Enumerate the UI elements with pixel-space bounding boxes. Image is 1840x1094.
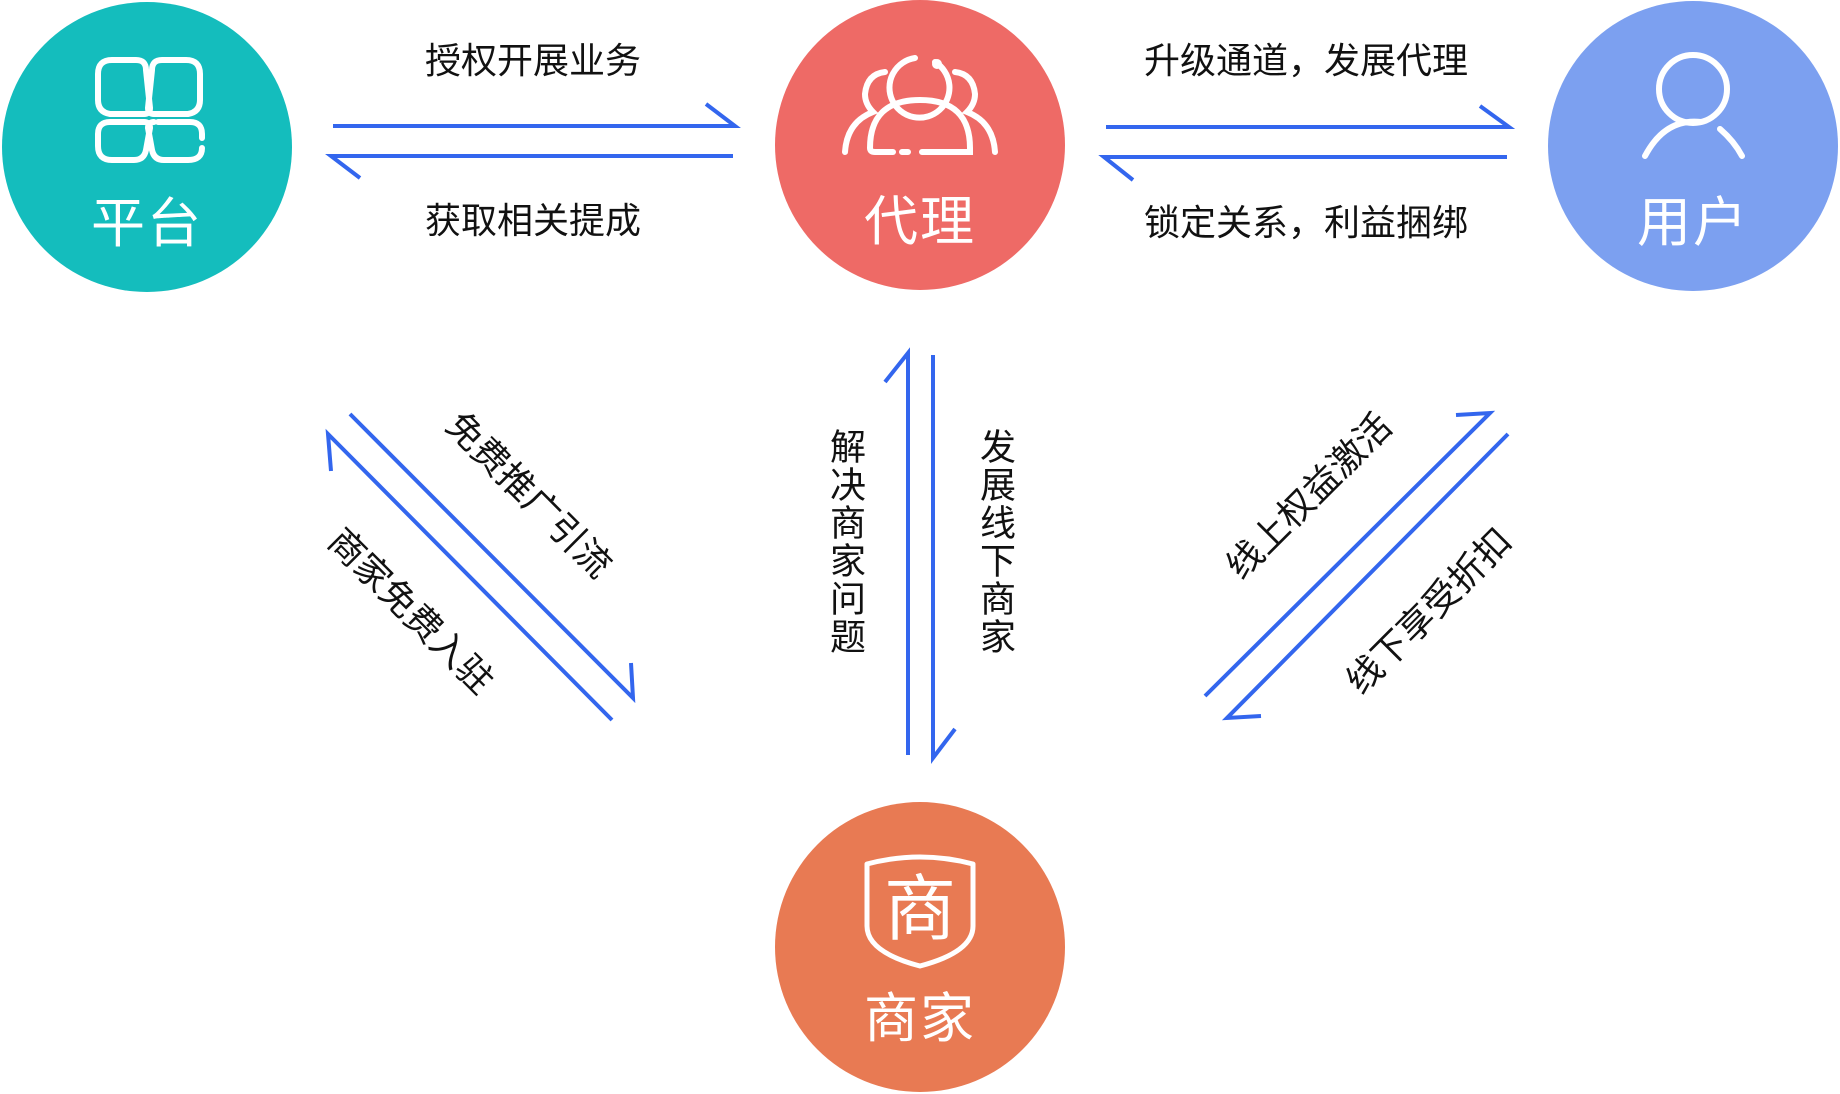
merchant-shield-icon: 商	[864, 854, 976, 969]
flow-label-platform-to-agent: 授权开展业务	[424, 41, 641, 82]
arrow-platform-to-agent	[333, 102, 741, 128]
user-node: 用户	[1548, 1, 1838, 291]
clover-grid-icon	[95, 57, 205, 163]
agent-label: 代理	[864, 190, 976, 253]
flow-label-merchant-to-agent: 解决商家问题	[824, 428, 865, 656]
flow-label-merchant-to-platform: 商家免费入驻	[319, 520, 502, 703]
flow-label-merchant-to-user: 线上权益激活	[1218, 405, 1401, 588]
platform-node: 平台	[2, 2, 292, 292]
flow-label-user-to-merchant: 线下享受折扣	[1338, 520, 1521, 703]
user-label: 用户	[1637, 191, 1749, 254]
agent-node: 代理	[775, 0, 1065, 290]
flow-label-agent-to-platform: 获取相关提成	[424, 201, 641, 242]
arrow-agent-to-user	[1106, 104, 1516, 129]
flow-label-platform-to-merchant: 免费推广引流	[437, 404, 620, 587]
arrow-user-to-agent	[1098, 155, 1507, 182]
merchant-node: 商 商家	[775, 802, 1065, 1092]
arrow-agent-to-merchant	[931, 355, 957, 764]
arrow-agent-to-platform	[325, 154, 733, 180]
user-icon	[1642, 52, 1745, 159]
flow-label-agent-to-user: 升级通道，发展代理	[1143, 41, 1468, 82]
user-group-icon	[842, 55, 998, 155]
flow-label-agent-to-merchant: 发展线下商家	[974, 428, 1015, 656]
arrow-merchant-to-agent	[883, 347, 910, 755]
platform-label: 平台	[91, 192, 203, 255]
merchant-label: 商家	[864, 987, 976, 1050]
flow-label-user-to-agent: 锁定关系，利益捆绑	[1143, 203, 1468, 244]
merchant-icon-glyph: 商	[884, 867, 956, 951]
